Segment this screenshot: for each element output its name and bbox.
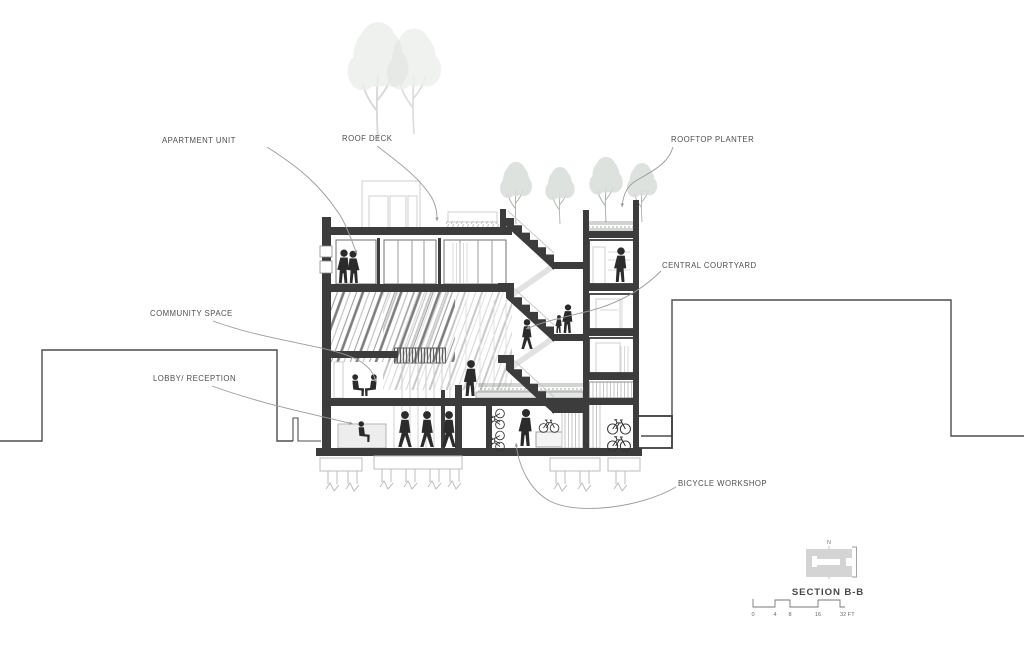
section-title: SECTION B-B bbox=[792, 587, 864, 598]
foundations bbox=[319, 455, 641, 492]
scale-tick-32ft: 32 FT bbox=[840, 612, 855, 618]
key-plan-notch bbox=[846, 558, 852, 566]
label-roof-deck: ROOF DECK bbox=[342, 134, 393, 143]
green-roof-slab bbox=[583, 231, 639, 238]
left-wall bbox=[322, 217, 331, 455]
scale-tick-0: 0 bbox=[751, 612, 754, 618]
person bbox=[562, 304, 573, 333]
stair-cross-flight bbox=[514, 334, 554, 369]
courtyard-wall bbox=[455, 385, 462, 448]
leader-rooftop-planter bbox=[620, 146, 674, 208]
louvered-band bbox=[588, 381, 635, 399]
leader-apartment-unit bbox=[266, 146, 358, 255]
roof-tree bbox=[588, 156, 624, 223]
lobby-ceiling-slab bbox=[322, 398, 462, 406]
seated-person bbox=[352, 374, 365, 396]
side-annex bbox=[637, 415, 673, 449]
stair-rails bbox=[507, 210, 555, 398]
label-central-courtyard: CENTRAL COURTYARD bbox=[662, 261, 757, 270]
wall-bike bbox=[491, 430, 505, 452]
scale-tick-8: 8 bbox=[788, 612, 791, 618]
unit-frames bbox=[588, 239, 673, 449]
slat-band bbox=[394, 348, 446, 363]
label-apartment-unit: APARTMENT UNIT bbox=[162, 136, 236, 145]
leader-roof-deck bbox=[376, 145, 439, 222]
leader-bicycle-workshop bbox=[514, 442, 677, 509]
stacked-bike bbox=[607, 419, 631, 435]
penthouse-door bbox=[389, 195, 407, 229]
entry-wall bbox=[441, 390, 445, 448]
right-wall bbox=[633, 200, 639, 455]
skylight-outline bbox=[447, 211, 498, 223]
community-roof-slab bbox=[322, 351, 398, 358]
courtyard-glazing-mullions bbox=[465, 300, 507, 388]
adjacent-building-left bbox=[0, 349, 293, 442]
context-buildings bbox=[0, 299, 1024, 442]
title-block: N SECTION B-B 0 4 8 16 32 FT bbox=[751, 540, 864, 618]
trees bbox=[346, 21, 658, 225]
workshop-wall bbox=[486, 404, 492, 448]
floor-slab-l5 bbox=[322, 284, 512, 292]
unit-slab bbox=[586, 284, 638, 291]
label-community-space: COMMUNITY SPACE bbox=[150, 309, 233, 318]
roof-tree bbox=[544, 166, 576, 225]
scale-bar bbox=[752, 599, 845, 608]
penthouse-door bbox=[407, 195, 418, 229]
workbench bbox=[535, 431, 563, 448]
unit-slab bbox=[586, 398, 638, 405]
partition bbox=[438, 238, 441, 284]
cut-structure bbox=[316, 200, 642, 456]
callout-labels: APARTMENT UNIT ROOF DECK ROOFTOP PLANTER… bbox=[150, 134, 767, 488]
key-plan-building bbox=[817, 559, 840, 565]
leader-community-space bbox=[212, 320, 377, 383]
scale-tick-16: 16 bbox=[815, 612, 821, 618]
wall-bike bbox=[491, 408, 505, 430]
apartment-unit-box bbox=[588, 239, 635, 285]
label-lobby-reception: LOBBY/ RECEPTION bbox=[153, 374, 236, 383]
wall-windows bbox=[319, 245, 333, 274]
scale-tick-4: 4 bbox=[773, 612, 776, 618]
penthouse-outline bbox=[361, 180, 421, 229]
unit-slab bbox=[586, 373, 638, 380]
courtyard-planter bbox=[475, 391, 584, 399]
courtyard-slab bbox=[460, 398, 586, 406]
key-plan-bracket bbox=[852, 546, 857, 578]
apartment-unit-box bbox=[588, 293, 635, 330]
leader-lines bbox=[211, 145, 677, 509]
north-label: N bbox=[827, 540, 831, 546]
louver-screen bbox=[325, 292, 512, 398]
key-plan-court bbox=[812, 556, 817, 567]
stair-cross-flight bbox=[514, 262, 554, 297]
label-bicycle-workshop: BICYCLE WORKSHOP bbox=[678, 479, 767, 488]
penthouse-door bbox=[368, 195, 389, 229]
leader-lobby-reception bbox=[211, 385, 354, 425]
person bbox=[348, 250, 360, 283]
person bbox=[521, 319, 533, 349]
stair-parapet bbox=[500, 209, 506, 231]
entry-wall-stub bbox=[292, 417, 321, 442]
rooftop-planter-grass bbox=[589, 221, 633, 232]
roof-slab bbox=[322, 227, 512, 235]
adjacent-building-right bbox=[641, 299, 1024, 437]
person bbox=[518, 408, 532, 446]
ground-slab bbox=[316, 448, 642, 456]
apartment-unit-box bbox=[588, 337, 635, 374]
unit-slab bbox=[586, 329, 638, 336]
roof-tree bbox=[626, 162, 658, 223]
bench-bike bbox=[538, 419, 560, 433]
person bbox=[420, 411, 434, 447]
partition bbox=[377, 238, 380, 284]
person bbox=[614, 247, 627, 282]
person bbox=[337, 249, 350, 283]
label-rooftop-planter: ROOFTOP PLANTER bbox=[671, 135, 754, 144]
deck-paver-band bbox=[446, 221, 512, 228]
leader-central-courtyard bbox=[525, 270, 662, 330]
slat-band-edges bbox=[394, 347, 446, 364]
glazing-mullions bbox=[401, 362, 451, 398]
